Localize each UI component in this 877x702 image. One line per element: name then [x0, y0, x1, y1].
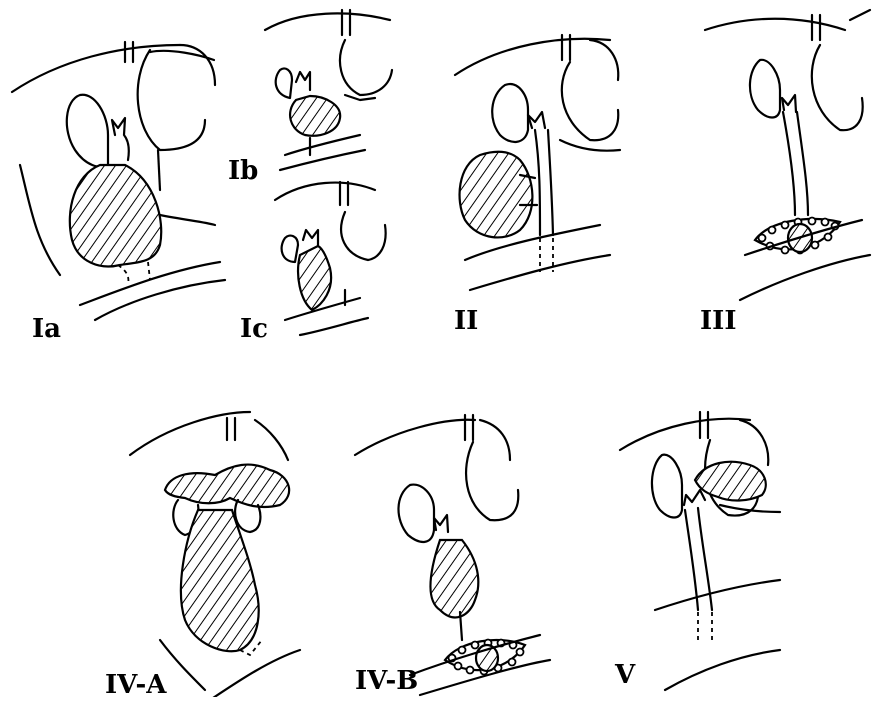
label-ib: Ib — [228, 158, 258, 184]
panel-iva-diagram — [130, 412, 300, 697]
panel-ivb-diagram — [355, 415, 550, 695]
label-iv-a: IV-A — [105, 672, 166, 698]
panel-ia-diagram — [12, 42, 225, 320]
label-ic: Ic — [240, 316, 268, 342]
label-iv-b: IV-B — [355, 668, 418, 694]
label-ii: II — [454, 308, 478, 334]
panel-ic-diagram — [275, 182, 386, 335]
label-v: V — [615, 662, 635, 688]
panel-v-diagram — [620, 412, 780, 690]
panel-iii-diagram — [705, 10, 870, 300]
label-iii: III — [700, 308, 737, 334]
label-ia: Ia — [32, 316, 61, 342]
panel-ib-diagram — [265, 10, 392, 170]
panel-ii-diagram — [455, 35, 620, 290]
